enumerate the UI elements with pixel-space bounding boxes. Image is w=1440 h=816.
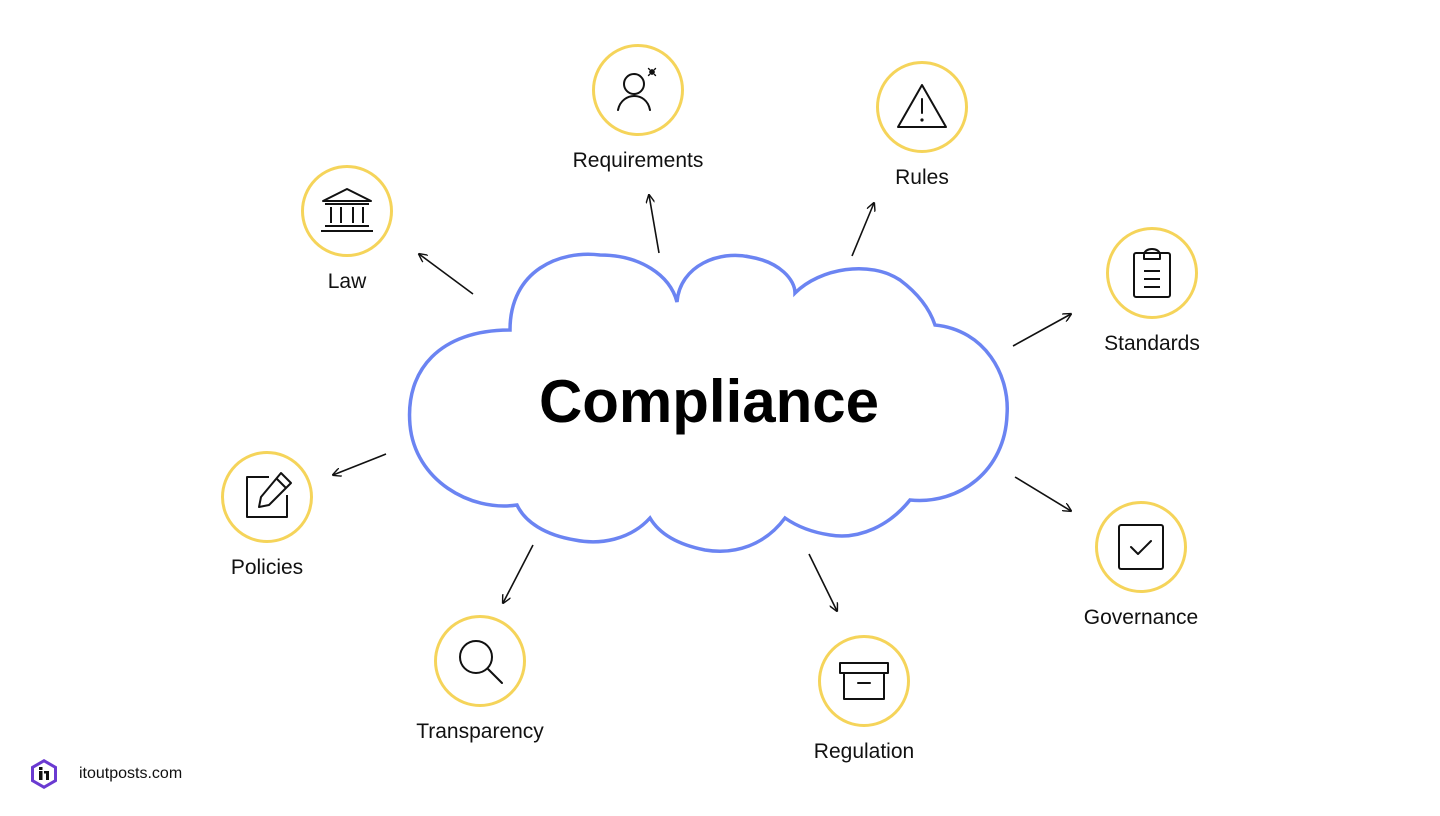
node-circle [301,165,393,257]
node-circle [1095,501,1187,593]
node-rules: Rules [822,61,1022,188]
person-star-icon [617,67,657,111]
node-circle [434,615,526,707]
node-label: Regulation [813,740,915,763]
arrow-policies [333,453,387,475]
node-circle [592,44,684,136]
node-circle [1106,227,1198,319]
node-circle [221,451,313,543]
arrow-standards [1012,314,1071,347]
arrow-requirements [649,195,660,254]
node-label: Transparency [416,720,544,743]
node-circle [818,635,910,727]
arrow-transparency [503,544,534,603]
checkbox-icon [1118,524,1164,570]
node-label: Governance [1083,606,1199,629]
warning-triangle-icon [897,84,947,128]
node-governance: Governance [1041,501,1241,628]
magnifier-icon [459,640,503,684]
brand-text: itoutposts.com [79,765,183,782]
node-law: Law [247,165,447,292]
cloud-shape [407,252,1009,553]
node-circle [876,61,968,153]
node-transparency: Transparency [380,615,580,742]
arrow-regulation [808,553,837,611]
brand: itoutposts.com [28,758,182,790]
node-standards: Standards [1052,227,1252,354]
itoutposts-logo [31,759,57,789]
node-label: Rules [895,166,949,189]
clipboard-icon [1133,248,1171,298]
diagram-title: Compliance [538,368,880,435]
node-label: Standards [1104,332,1200,355]
node-requirements: Requirements [538,44,738,171]
archive-box-icon [839,662,889,700]
node-label: Requirements [572,149,704,172]
node-policies: Policies [167,451,367,578]
arrow-governance [1014,476,1071,511]
arrow-rules [851,203,874,257]
edit-square-icon [246,472,292,518]
node-regulation: Regulation [764,635,964,762]
arrow-law [419,254,474,295]
courthouse-icon [321,188,373,232]
node-label: Policies [230,556,304,579]
node-label: Law [327,270,367,293]
